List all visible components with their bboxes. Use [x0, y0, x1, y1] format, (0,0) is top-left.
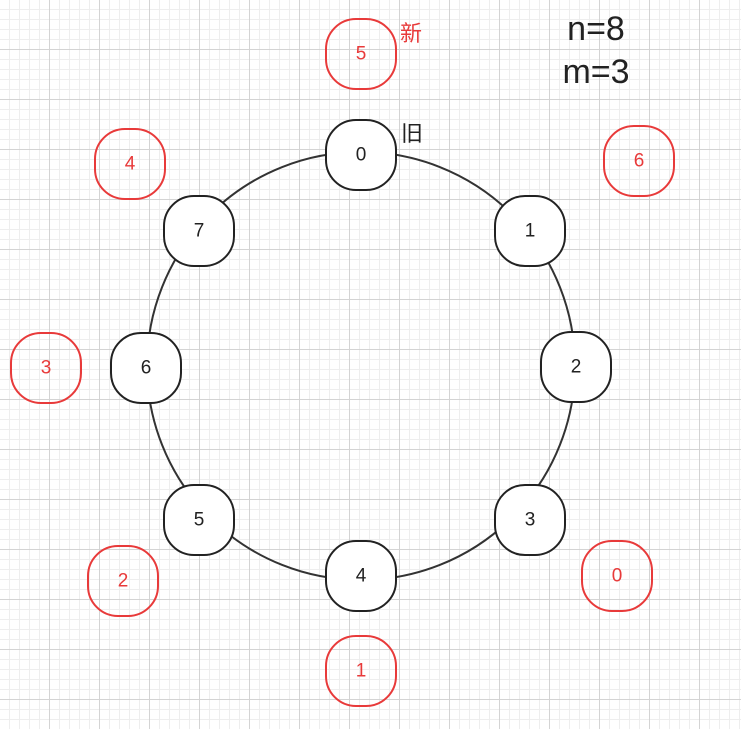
- old-node-2-label: 2: [571, 357, 582, 378]
- new-node-lower-left: 2: [87, 545, 159, 617]
- old-node-1: 1: [494, 195, 566, 267]
- old-node-3-label: 3: [525, 510, 536, 531]
- new-tag: 新: [400, 22, 422, 47]
- new-node-left-label: 3: [41, 358, 52, 379]
- old-node-7-label: 7: [194, 221, 205, 242]
- old-node-6: 6: [110, 332, 182, 404]
- new-node-lower-left-label: 2: [118, 571, 129, 592]
- old-node-3: 3: [494, 484, 566, 556]
- new-node-lower-right: 0: [581, 540, 653, 612]
- old-node-5: 5: [163, 484, 235, 556]
- new-node-left: 3: [10, 332, 82, 404]
- new-node-lower-right-label: 0: [612, 566, 623, 587]
- old-node-2: 2: [540, 331, 612, 403]
- new-node-top-label: 5: [356, 44, 367, 65]
- new-node-bottom: 1: [325, 635, 397, 707]
- old-node-1-label: 1: [525, 221, 536, 242]
- old-node-7: 7: [163, 195, 235, 267]
- old-node-5-label: 5: [194, 510, 205, 531]
- new-node-top: 5: [325, 18, 397, 90]
- new-node-upper-left: 4: [94, 128, 166, 200]
- old-node-4: 4: [325, 540, 397, 612]
- old-node-0-label: 0: [356, 145, 367, 166]
- new-node-upper-right: 6: [603, 125, 675, 197]
- old-node-0: 0: [325, 119, 397, 191]
- new-node-upper-left-label: 4: [125, 154, 136, 175]
- param-n: n=8: [567, 10, 625, 48]
- old-node-6-label: 6: [141, 358, 152, 379]
- new-node-bottom-label: 1: [356, 661, 367, 682]
- param-m: m=3: [562, 53, 629, 91]
- old-tag: 旧: [401, 122, 423, 147]
- new-node-upper-right-label: 6: [634, 151, 645, 172]
- old-node-4-label: 4: [356, 566, 367, 587]
